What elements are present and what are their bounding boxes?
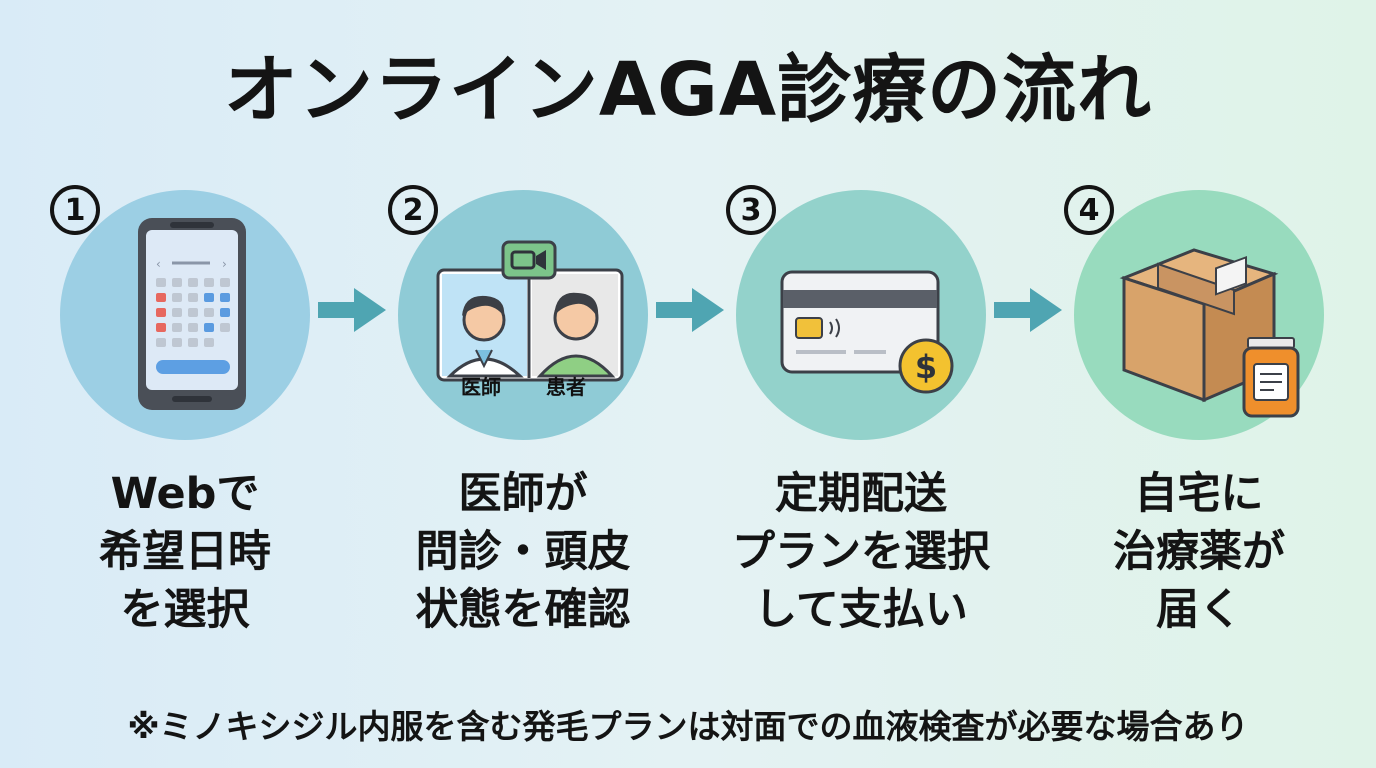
footnote: ※ミノキシジル内服を含む発毛プランは対面での血液検査が必要な場合あり xyxy=(127,707,1249,746)
step-2-number: 2 xyxy=(388,185,438,235)
package-medicine-icon xyxy=(1119,248,1300,418)
step-4-number: 4 xyxy=(1064,185,1114,235)
step-3-text: 定期配送 プランを選択 して支払い xyxy=(732,469,990,635)
svg-text:‹: ‹ xyxy=(156,257,161,271)
step-1: ‹ › xyxy=(50,175,350,645)
step-4-text: 自宅に 治療薬が 届く xyxy=(1113,469,1285,635)
arrow-1 xyxy=(312,280,392,340)
svg-text:$: $ xyxy=(915,348,937,386)
step-3-number: 3 xyxy=(726,185,776,235)
arrow-3 xyxy=(988,280,1068,340)
step-2-circle xyxy=(398,190,648,440)
step-4-circle xyxy=(1074,190,1324,440)
step-3-circle: $ xyxy=(736,190,986,440)
arrow-2 xyxy=(650,280,730,340)
step-2: 医師 患者 2 医師が 問診・頭皮 状態を確認 xyxy=(388,175,688,645)
svg-text:›: › xyxy=(222,257,227,271)
patient-label: 患者 xyxy=(546,375,586,399)
step-1-number: 1 xyxy=(50,185,100,235)
smartphone-calendar-icon: ‹ › xyxy=(138,218,246,410)
video-consultation-icon xyxy=(436,240,624,382)
page-title: オンラインAGA診療の流れ xyxy=(223,47,1153,133)
step-4: 4 自宅に 治療薬が 届く xyxy=(1064,175,1364,645)
doctor-label: 医師 xyxy=(461,375,501,399)
step-1-circle: ‹ › xyxy=(60,190,310,440)
step-1-text: Webで 希望日時 を選択 xyxy=(99,469,271,635)
credit-card-icon: $ xyxy=(780,270,954,394)
step-3: $ 3 定期配送 プランを選択 して支払い xyxy=(726,175,1026,645)
step-2-text: 医師が 問診・頭皮 状態を確認 xyxy=(415,469,631,635)
